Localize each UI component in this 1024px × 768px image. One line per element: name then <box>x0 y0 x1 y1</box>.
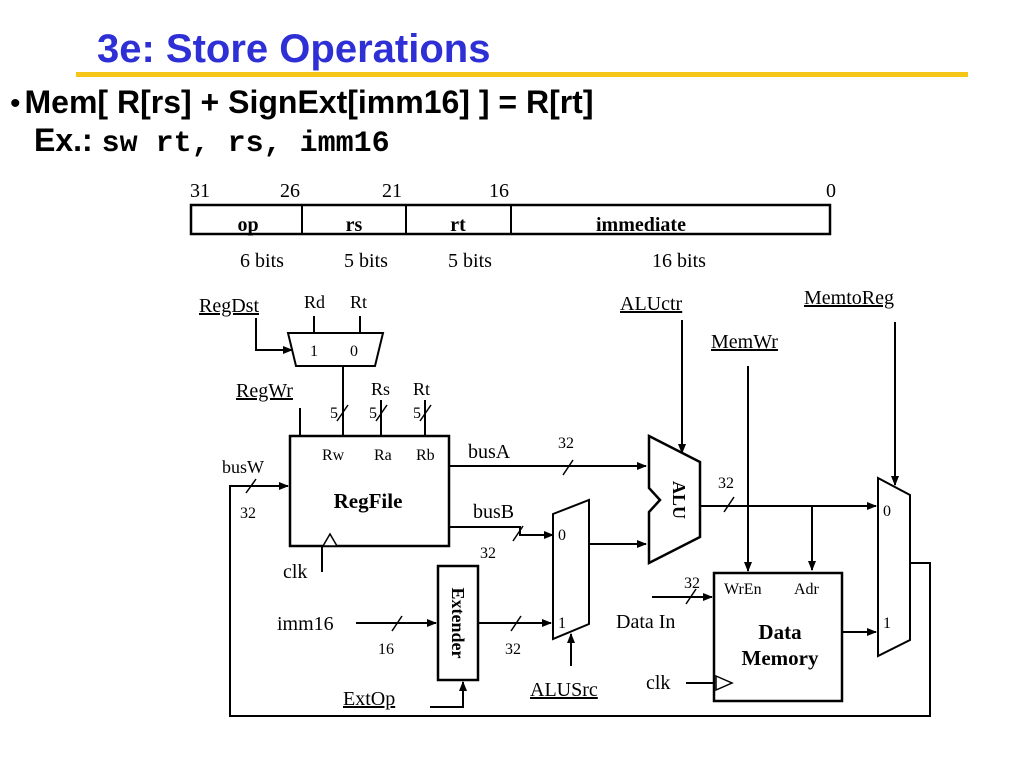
extender-out-width: 32 <box>505 641 521 658</box>
field-immediate: immediate <box>596 214 686 236</box>
width-op: 6 bits <box>240 250 284 272</box>
width-5-rb: 5 <box>413 405 421 422</box>
data-in-width: 32 <box>684 575 700 592</box>
memory-clk: clk <box>646 672 670 694</box>
alu-out-width: 32 <box>718 475 734 492</box>
memtoreg-mux: 0 1 <box>877 322 911 658</box>
memtoreg-mux-in0: 0 <box>883 503 891 520</box>
width-slash <box>562 459 574 476</box>
width-rt: 5 bits <box>448 250 492 272</box>
imm16-width: 16 <box>378 641 394 658</box>
width-slash <box>512 525 524 542</box>
regfile-clock-triangle <box>321 532 339 547</box>
width-5-rw: 5 <box>330 405 338 422</box>
bullet-dot: • <box>10 87 21 120</box>
regdst-mux-shape <box>286 332 385 367</box>
signal-memwr: MemWr <box>711 331 778 353</box>
width-slash <box>685 588 697 605</box>
alu-shape <box>647 433 702 566</box>
width-slash <box>375 404 388 422</box>
bit-0: 0 <box>826 180 836 202</box>
regfile-busb: busB <box>473 501 514 523</box>
signal-extop: ExtOp <box>343 688 395 710</box>
regfile-busw-width: 32 <box>240 505 256 522</box>
regdst-in-rt: Rt <box>350 292 367 312</box>
bit-21: 21 <box>382 180 402 202</box>
width-slash <box>336 404 349 422</box>
memory-data-in: Data In <box>616 611 675 633</box>
regdst-mux-sel-0: 0 <box>350 343 358 360</box>
alusrc-mux-shape <box>552 498 590 641</box>
memory-wren: WrEn <box>724 581 762 598</box>
title-underline <box>76 72 968 77</box>
field-op: op <box>237 214 258 236</box>
width-slash <box>419 404 432 422</box>
register-file: Rs Rt 5 5 5 Rw Ra Rb RegFile clk busW 32… <box>222 379 514 583</box>
alu: ALU 32 <box>647 320 877 571</box>
field-rt: rt <box>450 214 466 236</box>
page-title: 3e: Store Operations <box>97 27 491 71</box>
alusrc-mux: 0 1 <box>552 498 647 666</box>
writeback-wire <box>229 482 931 717</box>
bit-16: 16 <box>489 180 509 202</box>
wire <box>255 318 293 354</box>
regfile-rw: Rw <box>322 447 345 464</box>
memory-name-line2: Memory <box>742 646 819 670</box>
regfile-name: RegFile <box>334 489 403 513</box>
memory-name-line1: Data <box>758 620 802 644</box>
bit-31: 31 <box>190 180 210 202</box>
bullet-rtl: •Mem[ R[rs] + SignExt[imm16] ] = R[rt] <box>10 82 593 124</box>
memtoreg-mux-in1: 1 <box>883 615 891 632</box>
regfile-busw: busW <box>222 457 264 477</box>
regfile-clk: clk <box>283 561 307 583</box>
regdst-mux: Rd Rt 1 0 <box>255 292 385 436</box>
width-slash <box>391 615 403 632</box>
busb-width: 32 <box>480 545 496 562</box>
memtoreg-mux-shape <box>877 476 911 658</box>
busb-wire <box>449 526 554 539</box>
rtl-text: Mem[ R[rs] + SignExt[imm16] ] = R[rt] <box>24 84 594 120</box>
extop-wire <box>430 681 467 708</box>
data-memory: WrEn Adr Data Memory 32 Data In clk <box>616 366 877 703</box>
example-line: Ex.: sw rt, rs, imm16 <box>34 120 390 164</box>
signal-aluctr: ALUctr <box>620 293 683 315</box>
signal-regdst: RegDst <box>199 295 259 317</box>
bit-26: 26 <box>280 180 300 202</box>
width-5-ra: 5 <box>369 405 377 422</box>
signal-regwr: RegWr <box>236 380 293 402</box>
extender-name: Extender <box>448 588 468 659</box>
width-slash <box>510 615 522 632</box>
regfile-ra: Ra <box>374 447 392 464</box>
regdst-mux-sel-1: 1 <box>310 343 318 360</box>
instruction-format: 31 26 21 16 0 op rs rt immediate 6 bits … <box>189 180 836 272</box>
regfile-box <box>288 434 451 548</box>
width-rs: 5 bits <box>344 250 388 272</box>
field-rs: rs <box>346 214 363 236</box>
regfile-rs-label: Rs <box>371 379 390 399</box>
width-immediate: 16 bits <box>652 250 706 272</box>
memory-adr: Adr <box>794 581 820 598</box>
extender: Extender imm16 16 32 <box>277 564 552 708</box>
alusrc-mux-in0: 0 <box>558 527 566 544</box>
width-slash <box>723 496 735 513</box>
memory-box <box>712 571 844 703</box>
extender-imm16: imm16 <box>277 613 334 635</box>
regfile-rb: Rb <box>416 447 435 464</box>
signal-memtoreg: MemtoReg <box>804 287 894 309</box>
regfile-rt-label: Rt <box>413 379 430 399</box>
control-signals: RegDst RegWr ALUctr MemWr MemtoReg ExtOp… <box>199 287 894 710</box>
regfile-busa: busA <box>468 441 511 463</box>
regdst-in-rd: Rd <box>304 292 325 312</box>
example-code: sw rt, rs, imm16 <box>101 127 390 161</box>
extender-box <box>436 564 480 682</box>
example-prefix: Ex.: <box>34 122 93 158</box>
signal-alusrc: ALUSrc <box>530 679 598 701</box>
alusrc-mux-in1: 1 <box>558 615 566 632</box>
alu-name: ALU <box>669 481 689 519</box>
memory-clock-triangle <box>715 674 734 692</box>
busa-width: 32 <box>558 435 574 452</box>
